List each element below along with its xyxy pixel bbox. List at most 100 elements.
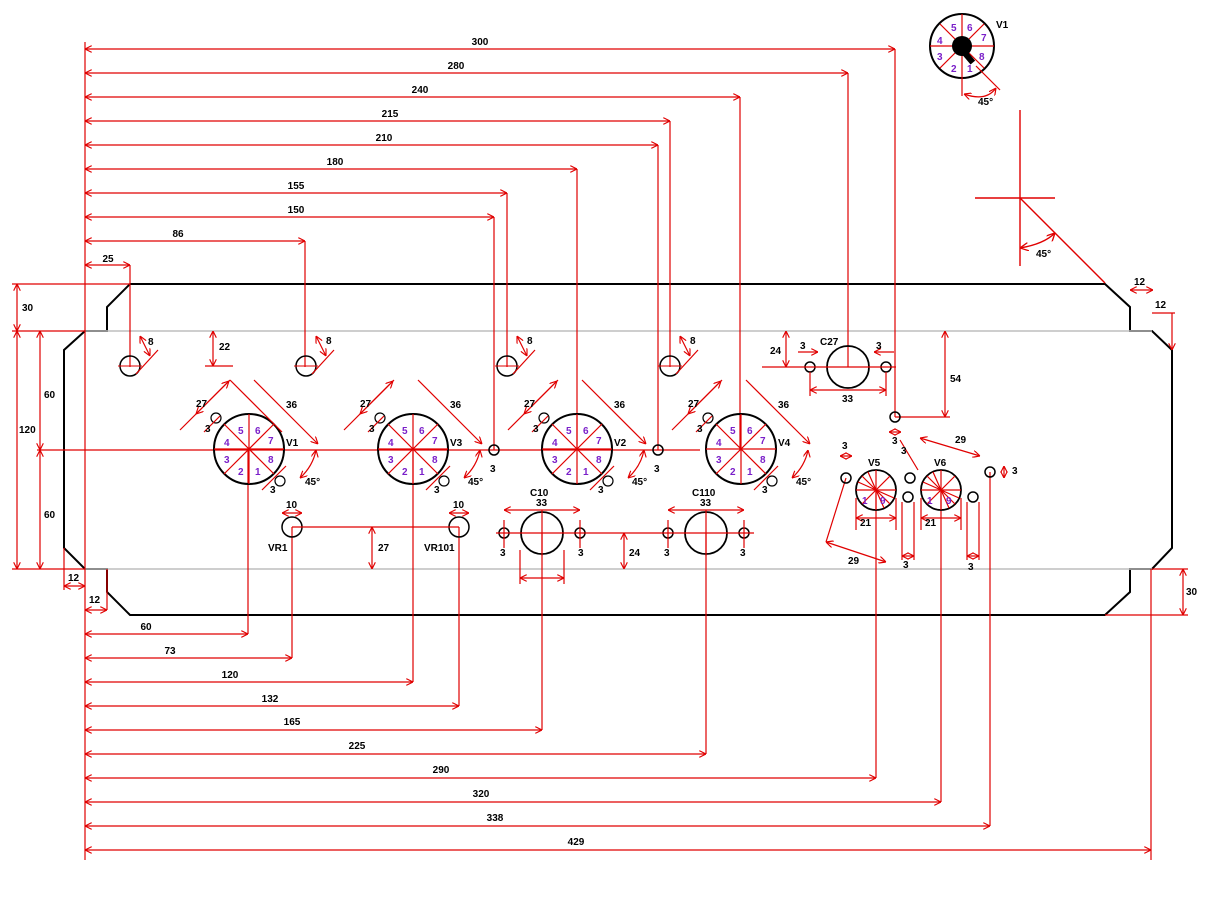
capacitor-c27-width: 33	[842, 394, 854, 405]
dim-290: 290	[433, 765, 450, 776]
socket-v3-d27: 27	[360, 399, 372, 410]
socket-v4-pin: 3	[716, 455, 722, 466]
c27-side-dimension	[895, 331, 950, 418]
dim-150: 150	[288, 205, 305, 216]
socket-v2-d36: 36	[614, 400, 626, 411]
dim-bottom-edge-30: 30	[1186, 587, 1198, 598]
socket-v6: V6 21 1 9	[920, 438, 980, 530]
legend-pin: 6	[967, 23, 973, 34]
legend-pin: 4	[937, 36, 943, 47]
dim-165: 165	[284, 717, 301, 728]
row-offset-22: 22	[219, 342, 231, 353]
socket-v2-pin: 6	[583, 426, 589, 437]
socket-v6-pin: 1	[927, 496, 933, 507]
top-dimension-lines	[84, 42, 896, 860]
capacitor-c10: C10 33 3 3	[496, 488, 590, 584]
pot-spacing-27: 27	[378, 543, 390, 554]
dim-225: 225	[349, 741, 366, 752]
legend-pin: 7	[981, 33, 987, 44]
capacitor-c27-hole-left: 3	[800, 341, 806, 352]
center-hole-size-2: 3	[654, 464, 660, 475]
legend-angle: 45°	[978, 97, 993, 108]
dim-corner-x-12: 12	[68, 573, 80, 584]
mounting-hole-dim-lines	[135, 331, 699, 375]
hole-size-8-4: 8	[690, 336, 696, 347]
socket-v4-pin: 4	[716, 438, 722, 449]
legend-key-dot	[952, 36, 972, 56]
socket-v1-d27: 27	[196, 399, 208, 410]
socket-v2: V2 27 36 3 3 45° 5 6 4 7 3 8 2 1	[507, 379, 647, 496]
legend-key-notch	[962, 51, 976, 65]
dim-120: 120	[222, 670, 239, 681]
socket-v4-label: V4	[778, 438, 791, 449]
socket-v3-pin: 5	[402, 426, 408, 437]
dim-132: 132	[262, 694, 279, 705]
dim-338: 338	[487, 813, 504, 824]
legend-pin: 2	[951, 64, 957, 75]
center-hole-size: 3	[490, 464, 496, 475]
socket-v6-pin: 9	[946, 496, 952, 507]
dim-180: 180	[327, 157, 344, 168]
dim-240: 240	[412, 85, 429, 96]
socket-v3: V3 27 36 3 3 45° 5 6 4 7 3 8 2 1	[343, 379, 483, 496]
socket-v4-d27: 27	[688, 399, 700, 410]
socket-v3-angle: 45°	[468, 477, 483, 488]
socket-v5-pin: 1	[862, 496, 868, 507]
socket-v3-pin: 3	[388, 455, 394, 466]
socket-v4-pin: 6	[747, 426, 753, 437]
pot-vr101-width: 10	[453, 500, 465, 511]
pot-vr1-label: VR1	[268, 543, 288, 554]
socket-v3-pin: 4	[388, 438, 394, 449]
dim-86: 86	[172, 229, 184, 240]
capacitor-c27-offset: 24	[770, 346, 782, 357]
legend-socket-v1: V1 45° 5 6 4 7 3 8 2 1	[929, 13, 1009, 108]
legend-pin: 5	[951, 23, 957, 34]
c27-side-54: 54	[950, 374, 962, 385]
socket-v3-hole-2: 3	[434, 485, 440, 496]
socket-v1-pin: 4	[224, 438, 230, 449]
pot-vr1-width: 10	[286, 500, 298, 511]
socket-v6-width: 21	[925, 518, 937, 529]
socket-v2-label: V2	[614, 438, 627, 449]
pot-spacing	[292, 526, 459, 569]
socket-v5-pin: 9	[880, 496, 886, 507]
hole-size-8-3: 8	[527, 336, 533, 347]
socket-v2-pin: 2	[566, 467, 572, 478]
capacitor-c110-hole-left: 3	[664, 548, 670, 559]
side-dimension-labels: 30 60 120 60 12 12 30 12 12	[19, 277, 1198, 606]
socket-v3-d36: 36	[450, 400, 462, 411]
dim-right-corner-x-12: 12	[1134, 277, 1146, 288]
socket-v3-pin: 8	[432, 455, 438, 466]
dim-right-corner-y-12: 12	[1155, 300, 1167, 311]
capacitor-c110-width: 33	[700, 498, 712, 509]
socket-v4-pin: 5	[730, 426, 736, 437]
top-dimension-labels: 300 280 240 215 210 180 155 150 86 25	[102, 37, 488, 265]
small-hole-d: 3	[1012, 466, 1018, 477]
small-hole-f: 3	[901, 446, 907, 457]
socket-v1-pin: 1	[255, 467, 261, 478]
capacitor-c10-width: 33	[536, 498, 548, 509]
small-hole-e: 3	[892, 436, 898, 447]
socket-v4-pin: 7	[760, 436, 766, 447]
hole-size-8: 8	[148, 337, 154, 348]
capacitor-c10-hole-right: 3	[578, 548, 584, 559]
socket-v4-pin: 1	[747, 467, 753, 478]
dim-60: 60	[140, 622, 152, 633]
socket-v4-pin: 8	[760, 455, 766, 466]
dim-155: 155	[288, 181, 305, 192]
small-hole-b: 3	[903, 560, 909, 571]
socket-v6-label: V6	[934, 458, 947, 469]
socket-v1-pin: 5	[238, 426, 244, 437]
small-span-top-29: 29	[955, 435, 967, 446]
socket-v5-width: 21	[860, 518, 872, 529]
side-dimension-lines	[12, 283, 1188, 616]
capacitor-c27-label: C27	[820, 337, 839, 348]
pot-vr101-label: VR101	[424, 543, 455, 554]
socket-v1-pin: 8	[268, 455, 274, 466]
mounting-hole-labels: 8 8 8 8 22	[148, 336, 696, 353]
socket-v1-pin: 2	[238, 467, 244, 478]
socket-v4: V4 27 36 3 3 45° 5 6 4 7 3 8 2 1	[671, 379, 811, 496]
legend-pin: 8	[979, 52, 985, 63]
socket-v3-label: V3	[450, 438, 463, 449]
